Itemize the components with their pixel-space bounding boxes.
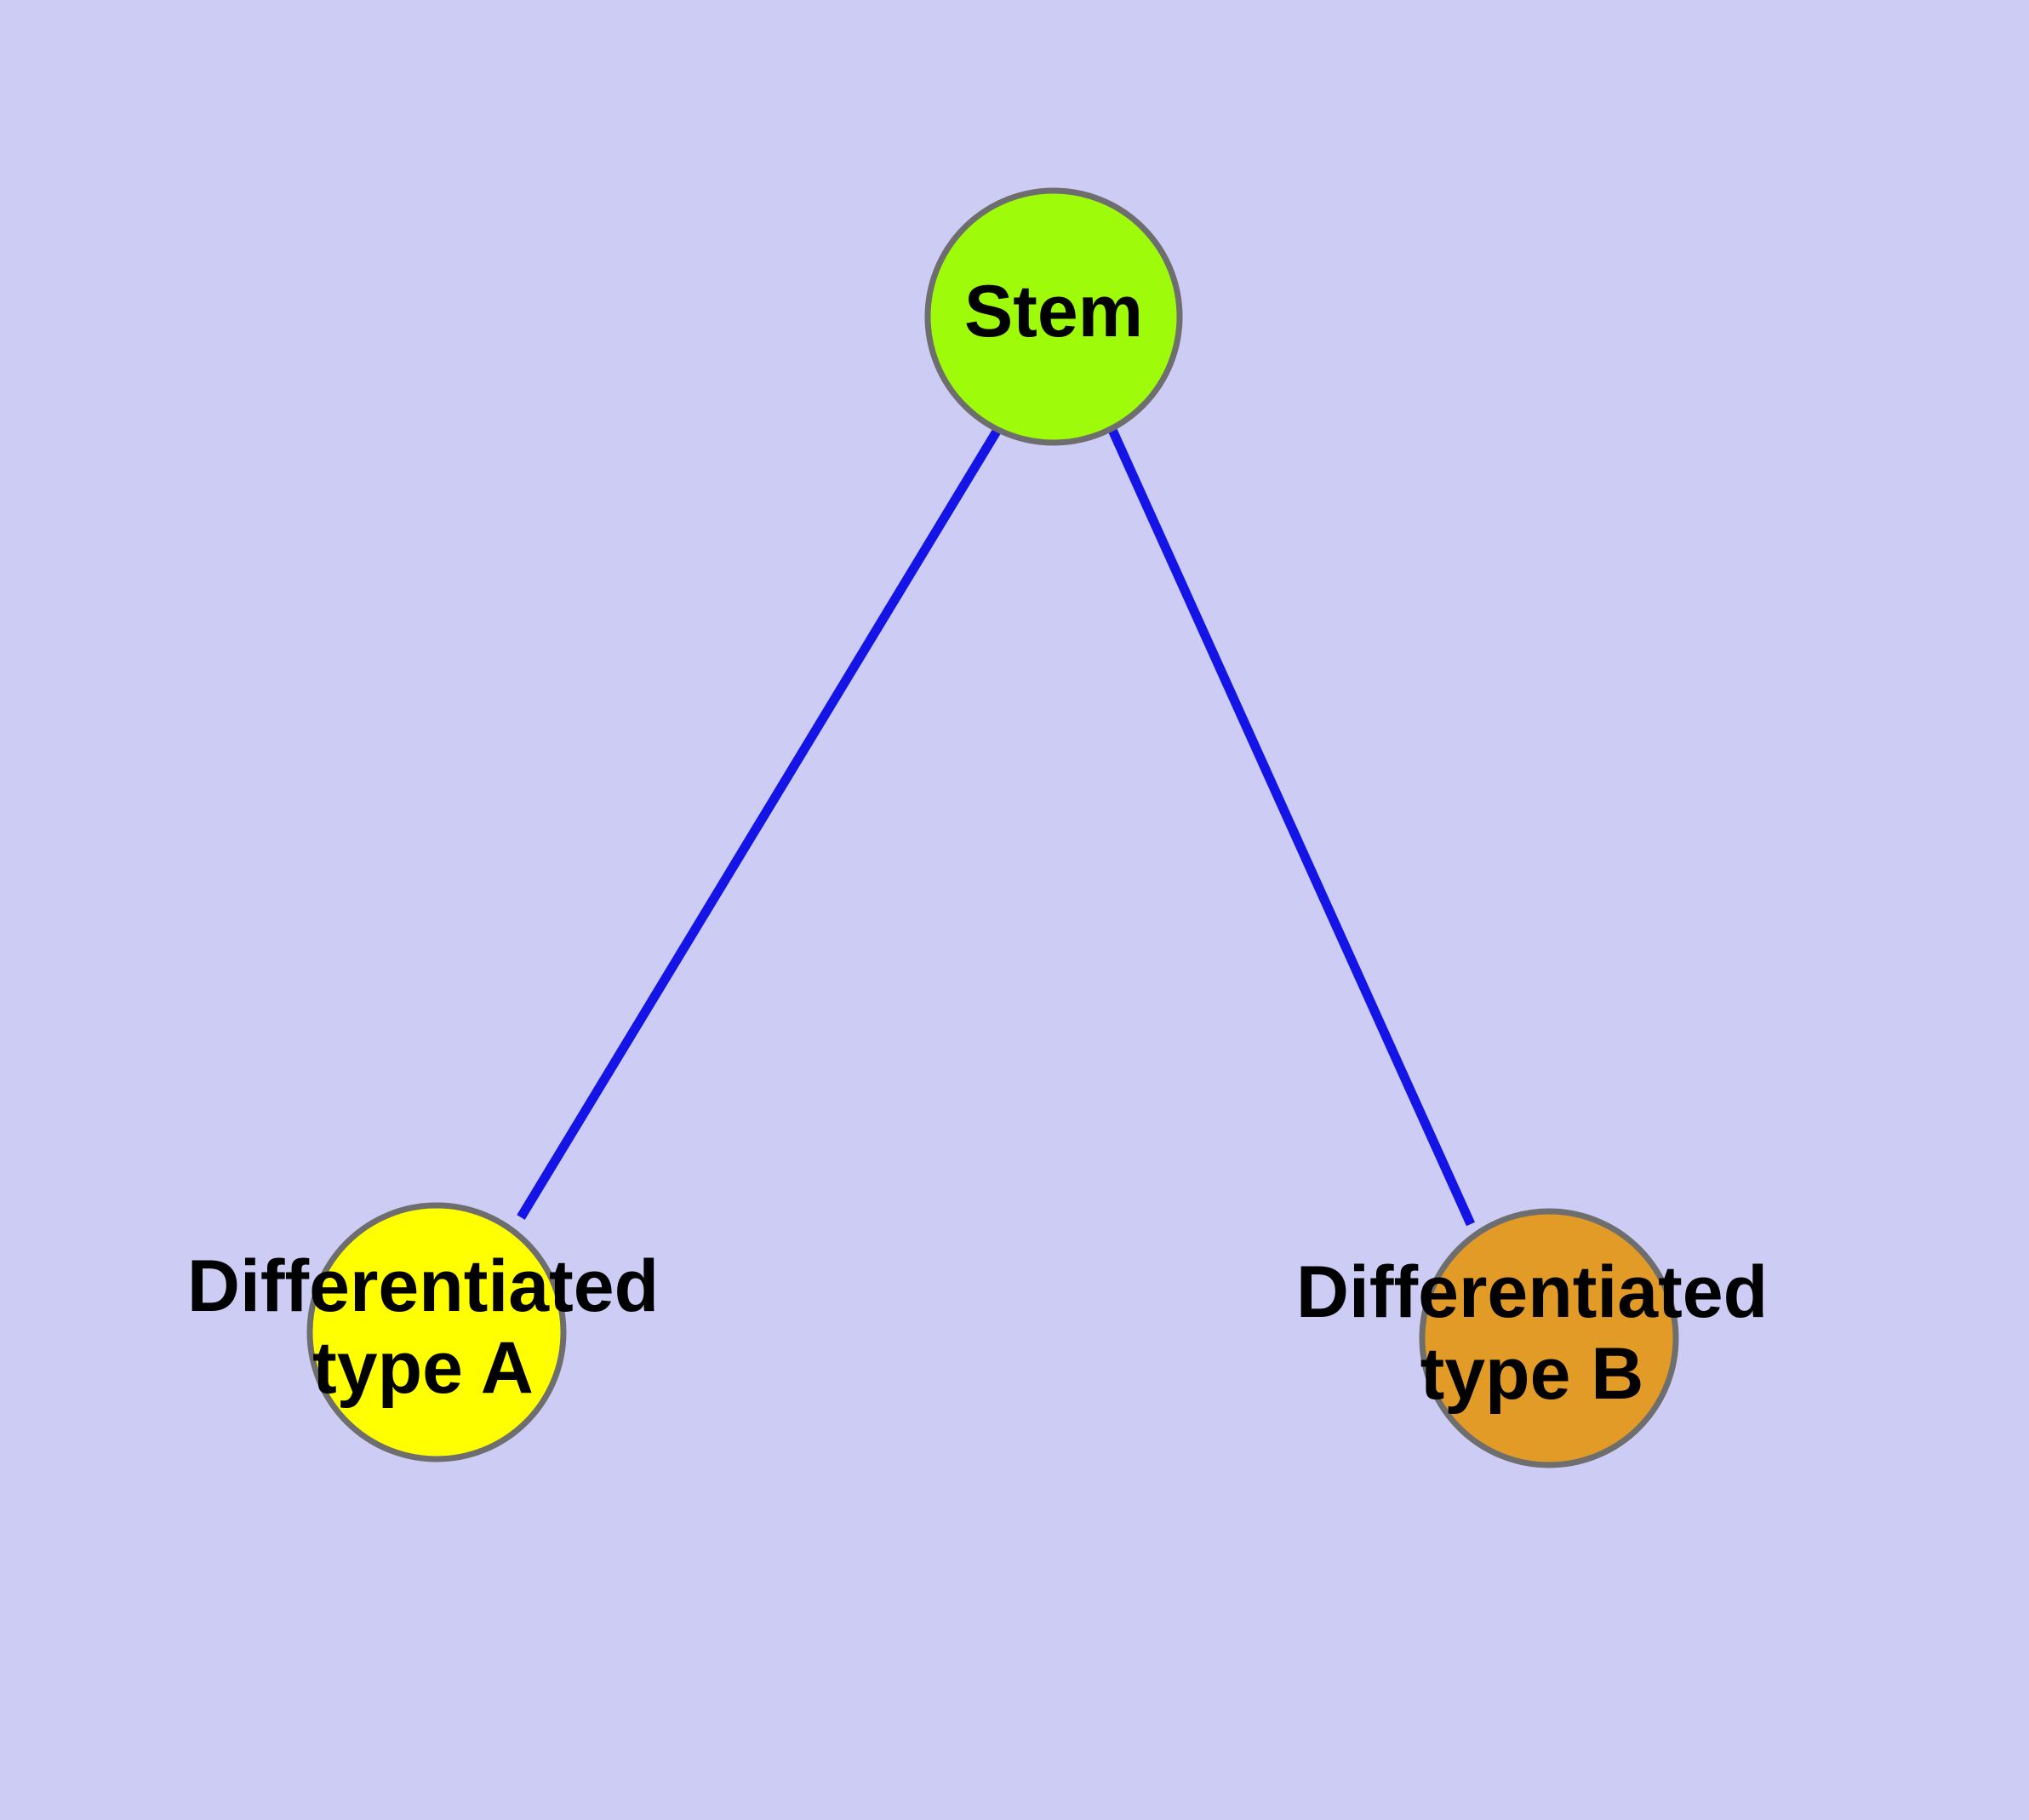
- node-stem[interactable]: Stem: [924, 187, 1183, 446]
- edge-layer: [517, 427, 1476, 1227]
- edge-stem-to-differentiated-type-b[interactable]: [1107, 427, 1476, 1227]
- edge-stem-to-differentiated-type-a[interactable]: [517, 427, 1002, 1220]
- node-stem-circle[interactable]: [924, 187, 1183, 446]
- node-stem-label: Stem: [964, 271, 1143, 352]
- node-differentiated-type-b-circle[interactable]: [1419, 1208, 1679, 1468]
- node-differentiated-type-a-circle[interactable]: [306, 1202, 567, 1462]
